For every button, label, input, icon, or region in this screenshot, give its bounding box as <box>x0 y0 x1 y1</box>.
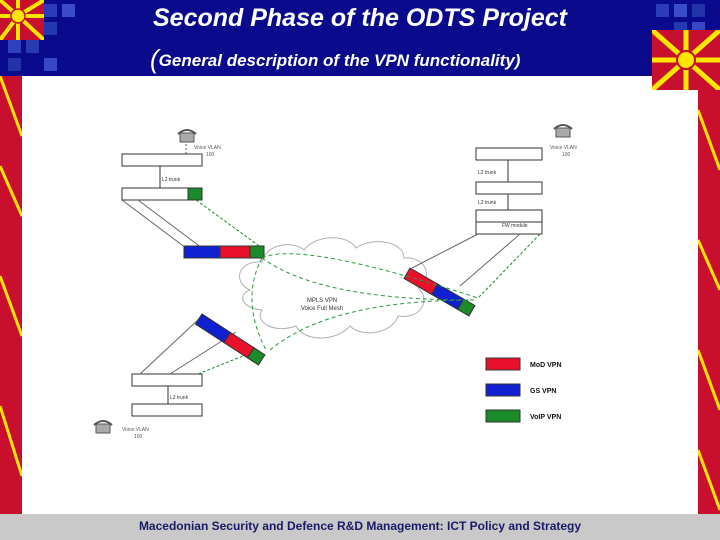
phone-icon <box>177 129 197 143</box>
voice-vlan-label: Voice VLAN <box>550 145 577 151</box>
voip-mesh-links <box>251 253 479 351</box>
page-subtitle: (General description of the VPN function… <box>150 44 520 75</box>
gs-vpn-segment <box>183 245 221 259</box>
voice-vlan-label: Voice VLAN <box>194 145 221 151</box>
voip-vpn-segment <box>249 245 265 259</box>
router-box <box>475 209 543 223</box>
cloud-label-2: Voice Full Mesh <box>301 306 343 312</box>
legend: MoD VPN GS VPN VoIP VPN <box>485 357 562 423</box>
decor-square <box>656 4 669 17</box>
voice-vlan-id: 100 <box>206 152 215 158</box>
decor-square <box>8 58 21 71</box>
footer-bar <box>0 514 720 540</box>
router-box <box>475 147 543 161</box>
gs-vpn-segment <box>194 313 232 344</box>
decor-square <box>44 22 57 35</box>
phone-icon <box>93 420 113 434</box>
legend-label: MoD VPN <box>530 362 562 369</box>
voip-vpn-segment <box>246 347 266 366</box>
voice-vlan-id: 100 <box>562 152 571 158</box>
upper-right-vpn-bar <box>403 267 476 317</box>
legend-label: GS VPN <box>530 388 556 395</box>
router-box <box>131 403 203 417</box>
decor-square <box>44 58 57 71</box>
router-box <box>131 373 203 387</box>
voip-vpn-segment <box>457 298 476 317</box>
voice-vlan-id: 100 <box>134 434 143 440</box>
lower-left-vpn-bar <box>194 313 266 366</box>
fw-module-label: FW module <box>502 223 528 229</box>
router-box <box>121 153 203 167</box>
subtitle-paren: ( <box>150 44 159 74</box>
subtitle-text: General description of the VPN functiona… <box>158 51 521 70</box>
macedonian-flag-right <box>652 30 720 90</box>
decor-square <box>44 4 57 17</box>
l2-trunk-label: L2 trunk <box>478 200 497 206</box>
legend-label: VoIP VPN <box>530 414 561 421</box>
decor-square <box>674 4 687 17</box>
decor-square <box>692 4 705 17</box>
decor-square <box>26 40 39 53</box>
header-bar <box>0 0 720 76</box>
macedonian-flag-right-lower <box>698 90 720 514</box>
l2-trunk-label: L2 trunk <box>478 170 497 176</box>
legend-swatch-gs <box>485 383 521 397</box>
decor-square <box>8 40 21 53</box>
decor-square <box>62 4 75 17</box>
voice-vlan-label: Voice VLAN <box>122 427 149 433</box>
gs-vpn-segment <box>431 283 465 311</box>
fw-module-box <box>475 221 543 235</box>
footer-text: Macedonian Security and Defence R&D Mana… <box>138 519 582 533</box>
voip-port <box>187 187 203 201</box>
mod-vpn-segment <box>219 245 251 259</box>
legend-swatch-voip <box>485 409 521 423</box>
l2-trunk-label: L2 trunk <box>162 177 181 183</box>
macedonian-flag-left <box>0 0 44 40</box>
mpls-cloud <box>239 237 427 339</box>
legend-swatch-mod <box>485 357 521 371</box>
macedonian-flag-left-lower <box>0 76 22 514</box>
l2-trunk-label: L2 trunk <box>170 395 189 401</box>
cloud-label-1: MPLS VPN <box>307 298 337 304</box>
router-box <box>475 181 543 195</box>
phone-icon <box>553 124 573 138</box>
page-title: Second Phase of the ODTS Project <box>153 4 567 32</box>
